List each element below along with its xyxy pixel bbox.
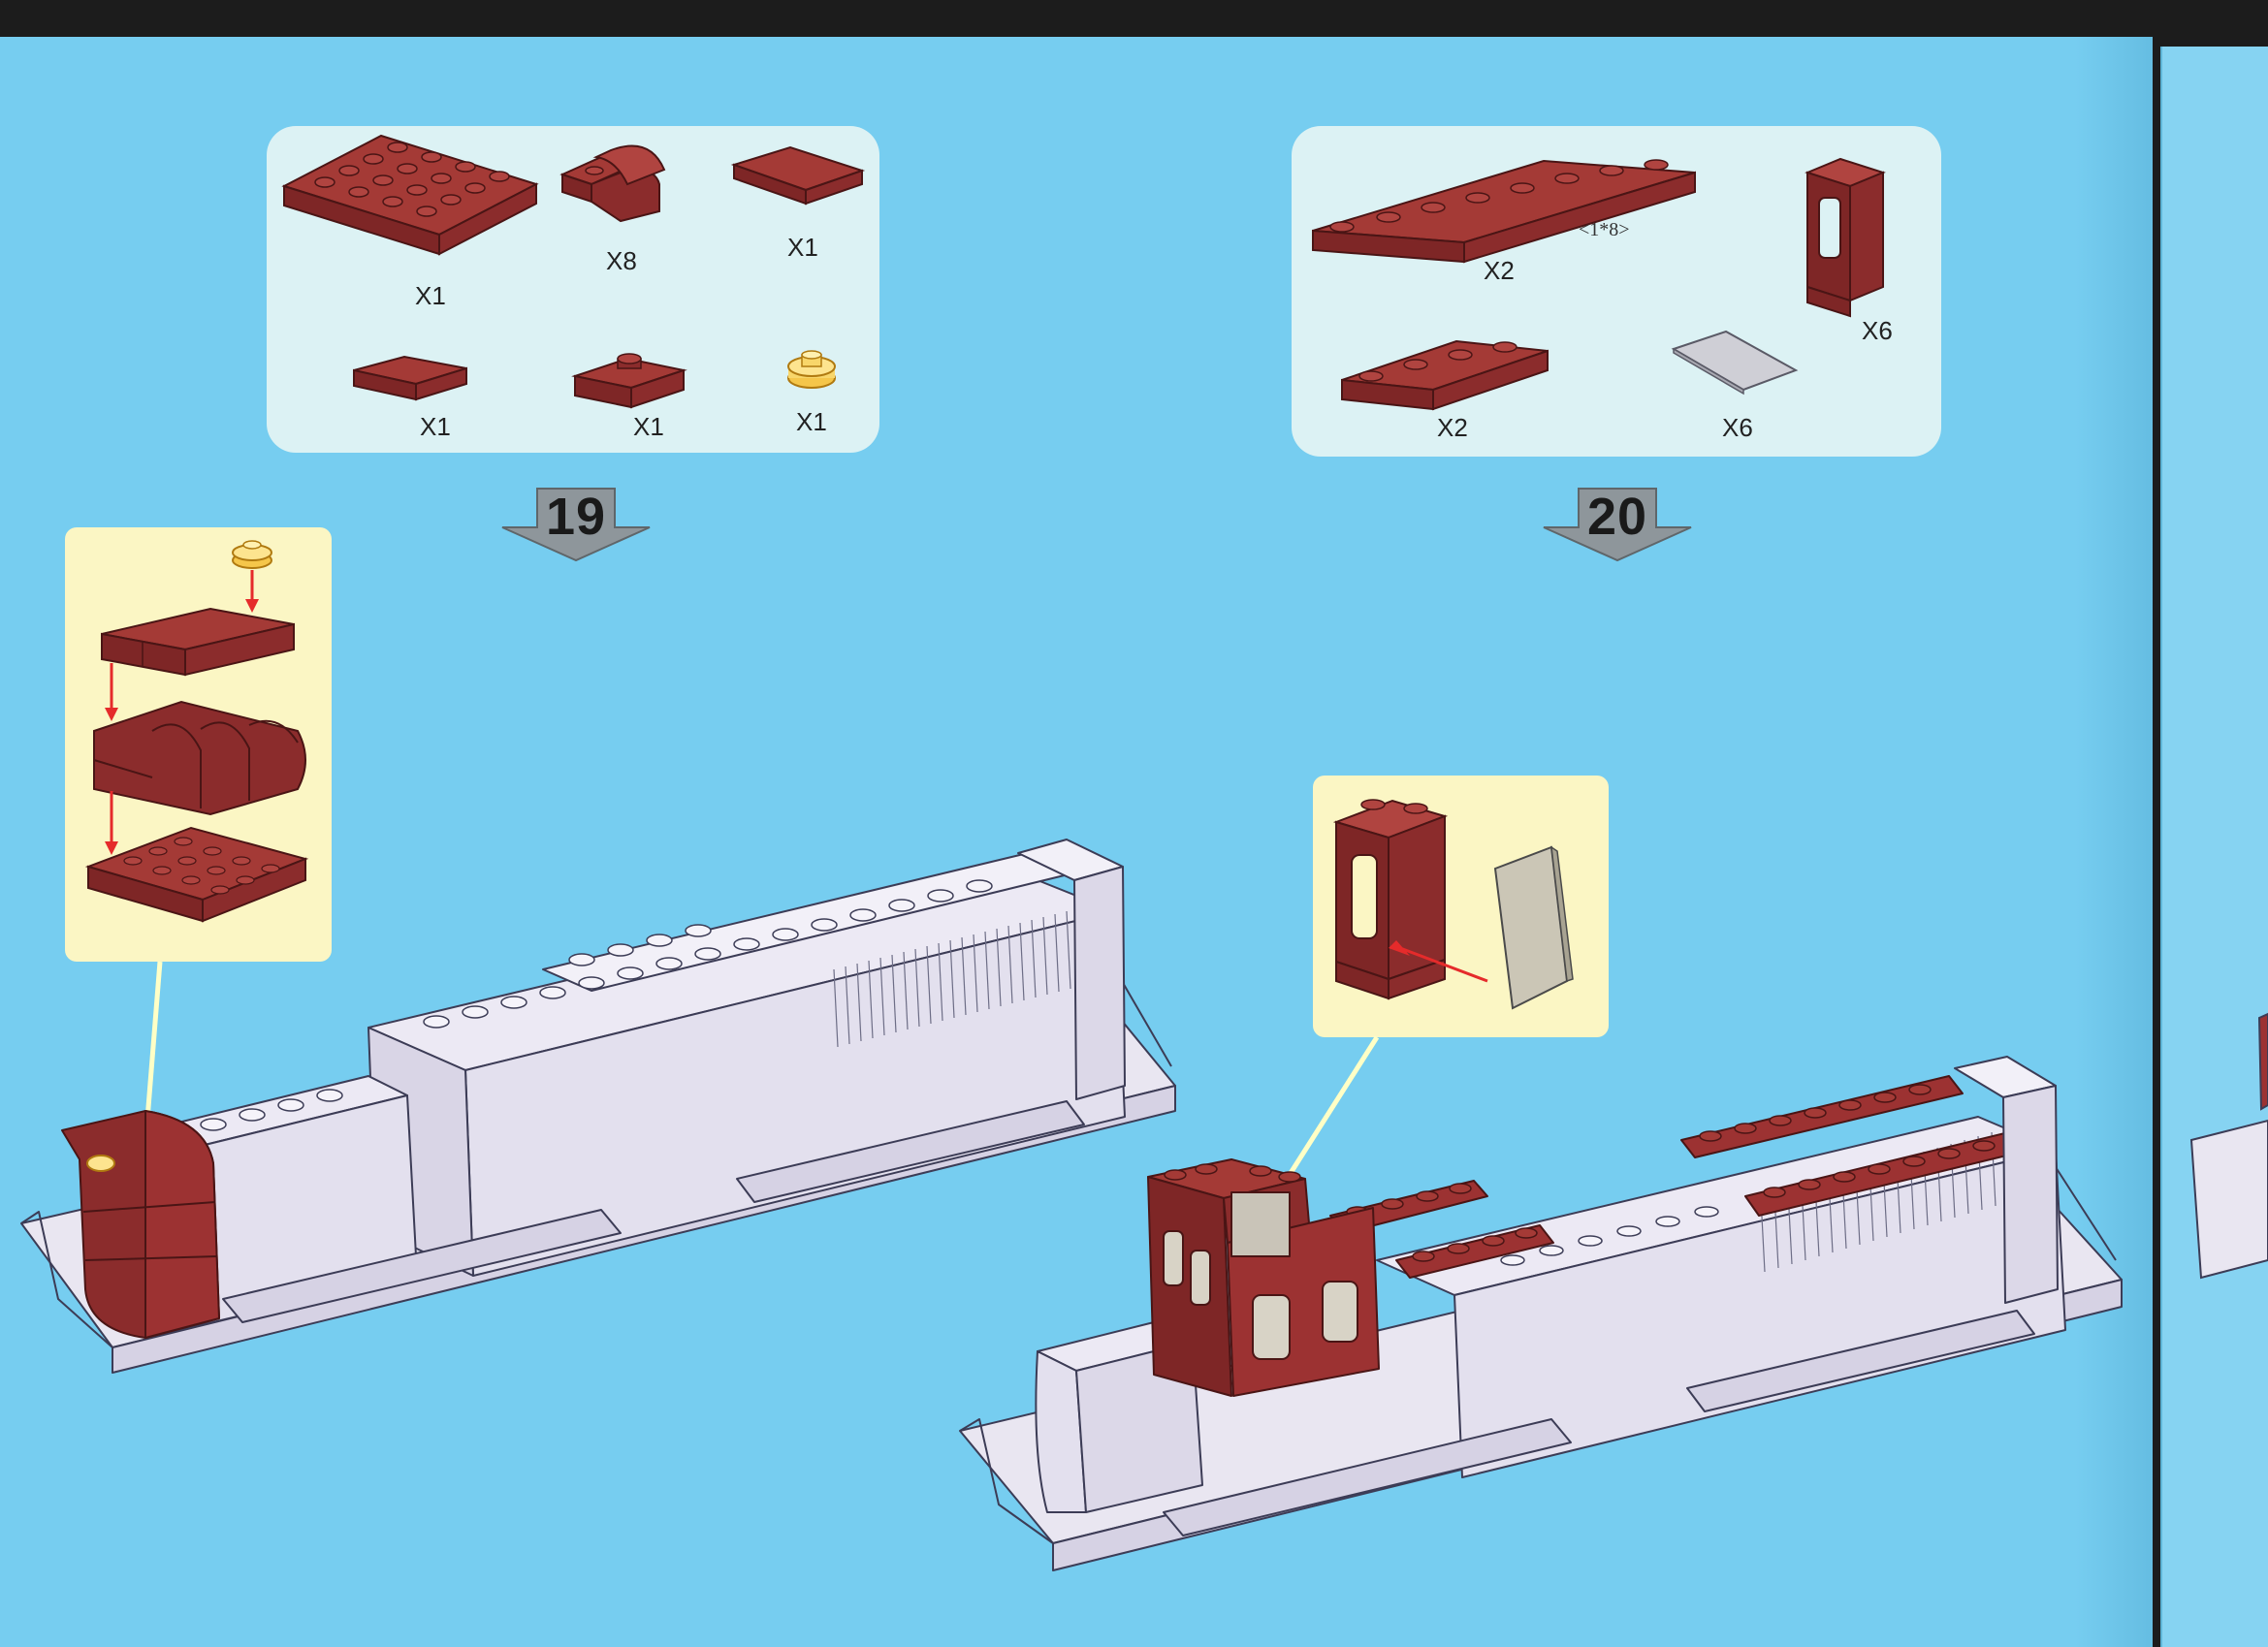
step-number-19: 19	[498, 485, 654, 562]
qty-glass-pane: X6	[1722, 413, 1753, 442]
step-number-20: 20	[1540, 485, 1695, 562]
step-20-label: 20	[1586, 488, 1648, 546]
next-page-edge	[2153, 37, 2268, 1647]
window-frame-icon	[1805, 157, 1886, 318]
glass-pane-icon	[1671, 330, 1799, 396]
parts-panel-step-20: <1*8> X2 X6 X2 X6	[1292, 126, 1941, 457]
tile-2x2-icon	[730, 145, 866, 206]
step-19-label: 19	[545, 488, 607, 546]
sub-assembly-19	[84, 540, 309, 923]
parts-panel-step-19: X1 X8 X1 X1 X1 X1	[267, 126, 879, 453]
callout-step-20	[1313, 776, 1609, 1037]
round-plate-1x1-icon	[787, 350, 836, 389]
qty-tile-1x2: X1	[420, 412, 451, 441]
qty-plate-1x4: X2	[1437, 413, 1468, 442]
qty-plate-4x4: X1	[415, 281, 446, 310]
plate-1x8-icon	[1312, 159, 1696, 264]
sub-assembly-20	[1332, 799, 1574, 1010]
parts-illustration-20	[1312, 157, 1886, 411]
tile-1x2-icon	[353, 355, 467, 401]
parts-illustration-19	[281, 134, 866, 409]
qty-plate-1x2-jumper: X1	[633, 412, 664, 441]
callout-step-19	[65, 527, 332, 962]
plate-4x4-icon	[281, 134, 539, 256]
qty-round-plate-1x1: X1	[796, 407, 827, 436]
page-fold	[2075, 37, 2153, 1647]
plate-length-note: <1*8>	[1579, 219, 1630, 240]
qty-plate-1x8: X2	[1484, 256, 1515, 285]
plate-1x4-icon	[1341, 339, 1549, 411]
curved-slope-icon	[559, 144, 666, 223]
plate-1x2-jumper-icon	[571, 353, 687, 409]
qty-window-frame: X6	[1862, 316, 1893, 345]
qty-curved-slope: X8	[606, 246, 637, 275]
qty-tile-2x2: X1	[787, 233, 818, 262]
